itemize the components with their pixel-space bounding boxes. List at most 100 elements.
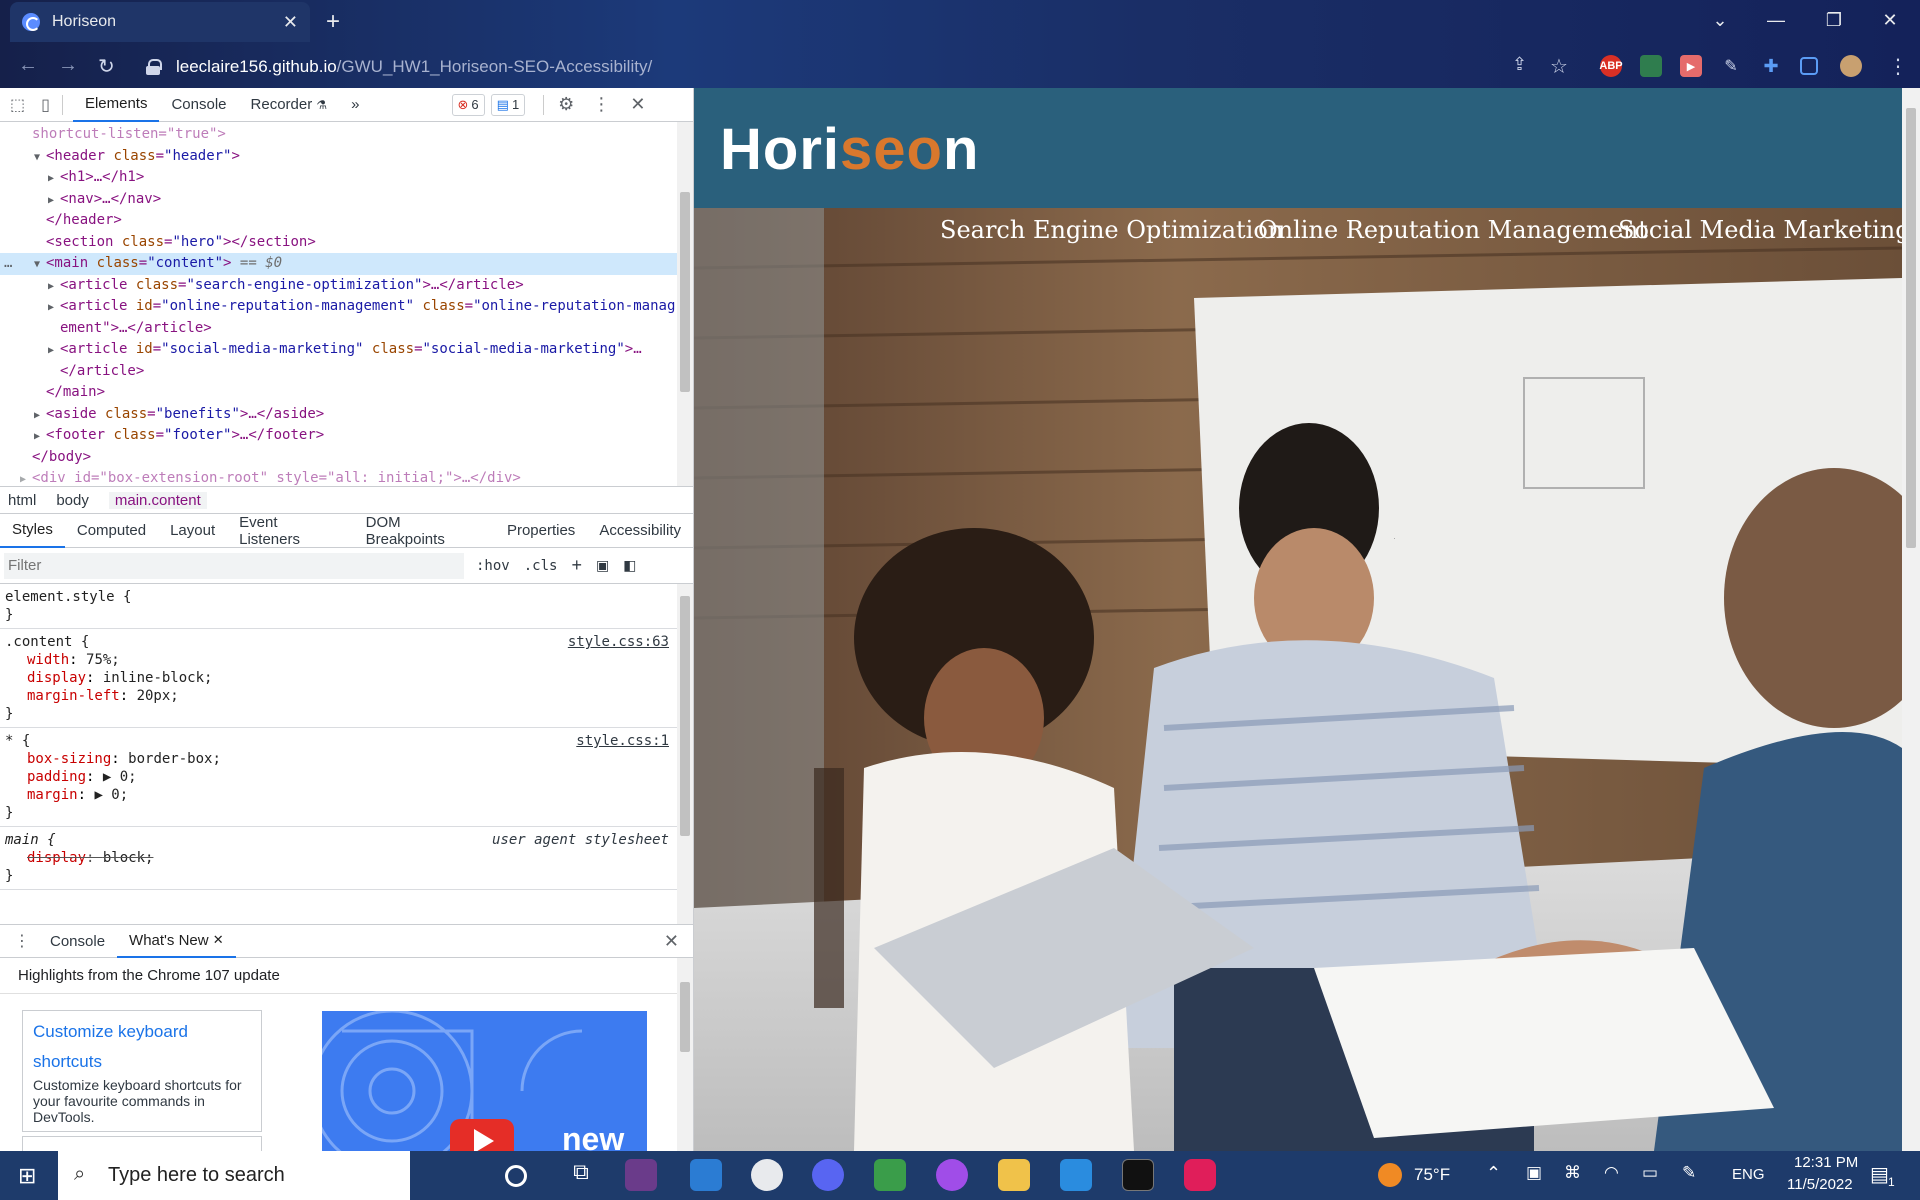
- dom-node-line[interactable]: ▶<aside class="benefits">…</aside>: [34, 405, 325, 422]
- terminal-icon[interactable]: [1122, 1159, 1154, 1191]
- extension-pen-icon[interactable]: ✎: [1724, 58, 1738, 75]
- more-tabs-icon[interactable]: »: [351, 96, 360, 113]
- chrome-taskbar-icon[interactable]: [751, 1159, 783, 1191]
- address-bar[interactable]: leeclaire156.github.io/GWU_HW1_Horiseon-…: [134, 50, 1499, 84]
- styles-filter-input[interactable]: [4, 552, 464, 579]
- tab-search-icon[interactable]: ⌄: [1712, 9, 1728, 30]
- dom-node-line[interactable]: ▼<header class="header">: [34, 147, 240, 164]
- tab-layout[interactable]: Layout: [170, 522, 216, 539]
- tab-recorder[interactable]: Recorder ⚗: [239, 88, 340, 122]
- page-scrollbar[interactable]: [1902, 88, 1920, 1151]
- style-rule[interactable]: element.style {}: [0, 584, 693, 629]
- notifications-icon[interactable]: ▤: [1870, 1164, 1889, 1186]
- back-icon[interactable]: ←: [18, 54, 38, 76]
- nav-link-social-media[interactable]: Social Media Marketing: [1618, 216, 1911, 244]
- style-declaration[interactable]: margin-left: 20px;: [27, 688, 179, 704]
- rule-source-link[interactable]: style.css:1: [576, 733, 669, 749]
- forward-icon[interactable]: →: [58, 54, 78, 76]
- lock-icon[interactable]: [146, 59, 162, 75]
- discord-icon[interactable]: [812, 1159, 844, 1191]
- tab-styles[interactable]: Styles: [0, 514, 65, 548]
- inspect-element-icon[interactable]: ⬚: [10, 96, 26, 114]
- task-view-icon[interactable]: ⧉: [573, 1159, 589, 1184]
- reload-icon[interactable]: ↻: [98, 56, 115, 78]
- rule-selector[interactable]: element.style {: [5, 589, 132, 605]
- tab-console[interactable]: Console: [171, 96, 227, 113]
- style-declaration[interactable]: display: block;: [27, 850, 154, 866]
- dom-node-line[interactable]: ▶<article class="search-engine-optimizat…: [48, 276, 524, 293]
- paint-brush-icon[interactable]: ▣: [595, 557, 610, 573]
- dom-node-line[interactable]: </header>: [46, 212, 122, 228]
- new-style-rule-icon[interactable]: +: [571, 555, 582, 575]
- show-hidden-icons-icon[interactable]: ⌃: [1486, 1163, 1502, 1183]
- dom-node-line[interactable]: ▶<article id="social-media-marketing" cl…: [48, 341, 642, 357]
- dom-node-line[interactable]: </main>: [46, 384, 106, 400]
- dom-node-line[interactable]: ▶<h1>…</h1>: [48, 169, 145, 185]
- drawer-tab-console[interactable]: Console: [50, 932, 106, 950]
- chrome-menu-icon[interactable]: ⋮: [1888, 56, 1908, 78]
- dom-node-line[interactable]: ▶<div id="box-extension-root" style="all…: [20, 470, 521, 486]
- tab-horiseon[interactable]: Horiseon ✕: [10, 2, 310, 42]
- side-panel-icon[interactable]: [1800, 57, 1818, 75]
- drawer-tab-whats-new[interactable]: What's New ✕: [117, 924, 236, 958]
- adblock-icon[interactable]: ABP: [1599, 55, 1623, 77]
- tab-elements[interactable]: Elements: [72, 88, 160, 122]
- dom-node-line[interactable]: ▶<article id="online-reputation-manageme…: [48, 298, 684, 314]
- style-declaration[interactable]: display: inline-block;: [27, 670, 213, 686]
- dom-node-line[interactable]: ▶<nav>…</nav>: [48, 190, 162, 207]
- style-declaration[interactable]: box-sizing: border-box;: [27, 751, 221, 767]
- close-devtools-icon[interactable]: ✕: [630, 94, 646, 114]
- git-app-icon[interactable]: [874, 1159, 906, 1191]
- pen-icon[interactable]: ✎: [1682, 1163, 1697, 1182]
- tab-close-icon[interactable]: ✕: [282, 11, 298, 32]
- tab-accessibility[interactable]: Accessibility: [599, 522, 681, 539]
- breadcrumb-main-content[interactable]: main.content: [108, 491, 207, 509]
- cortana-icon[interactable]: [505, 1165, 527, 1187]
- breadcrumb-html[interactable]: html: [8, 491, 37, 509]
- error-badge[interactable]: ⊗6: [451, 93, 485, 116]
- share-icon[interactable]: ⇪: [1512, 54, 1528, 74]
- profile-avatar[interactable]: [1840, 55, 1862, 77]
- weather-temp[interactable]: 75°F: [1414, 1165, 1451, 1184]
- extensions-puzzle-icon[interactable]: ✚: [1763, 55, 1779, 76]
- clock-time[interactable]: 12:31 PM: [1794, 1154, 1859, 1171]
- input-language[interactable]: ENG: [1732, 1166, 1765, 1183]
- new-tab-button[interactable]: +: [326, 8, 341, 35]
- taskbar-search-box[interactable]: ⌕ Type here to search: [58, 1151, 410, 1200]
- rule-source-link[interactable]: style.css:63: [567, 634, 669, 650]
- calendar-app-icon[interactable]: [690, 1159, 722, 1191]
- cls-toggle[interactable]: .cls: [523, 557, 558, 574]
- meet-now-icon[interactable]: ▣: [1526, 1163, 1543, 1182]
- whats-new-scrollbar[interactable]: [677, 958, 693, 1174]
- nav-link-seo[interactable]: Search Engine Optimization: [940, 216, 1284, 244]
- nav-link-reputation[interactable]: Online Reputation Management: [1258, 216, 1648, 244]
- toggle-sidebar-icon[interactable]: ◧: [623, 557, 637, 573]
- weather-icon[interactable]: [1378, 1163, 1402, 1187]
- hov-toggle[interactable]: :hov: [476, 557, 510, 574]
- drawer-menu-icon[interactable]: ⋮: [14, 933, 30, 950]
- network-share-icon[interactable]: ⌘: [1564, 1163, 1581, 1182]
- rule-selector[interactable]: .content {: [5, 634, 90, 650]
- tab-computed[interactable]: Computed: [76, 522, 147, 539]
- tab-event-listeners[interactable]: Event Listeners: [239, 513, 300, 548]
- rule-selector[interactable]: main {: [5, 832, 56, 848]
- clock-date[interactable]: 11/5/2022: [1787, 1176, 1853, 1193]
- extension-record-icon[interactable]: ▶: [1680, 55, 1702, 77]
- styles-scrollbar[interactable]: [677, 584, 693, 924]
- extension-green-icon[interactable]: [1640, 55, 1662, 77]
- close-tab-icon[interactable]: ✕: [212, 932, 224, 947]
- dom-node-line[interactable]: ement">…</article>: [60, 319, 212, 336]
- settings-gear-icon[interactable]: ⚙: [558, 94, 575, 114]
- close-drawer-icon[interactable]: ✕: [663, 930, 679, 951]
- battery-icon[interactable]: ▭: [1642, 1163, 1659, 1182]
- dom-node-line[interactable]: </article>: [60, 362, 145, 379]
- wifi-icon[interactable]: ◠: [1604, 1163, 1619, 1182]
- elements-scrollbar[interactable]: [677, 122, 693, 486]
- restore-button[interactable]: ❐: [1825, 9, 1843, 30]
- vscode-icon[interactable]: [1060, 1159, 1092, 1191]
- dom-node-line[interactable]: shortcut-listen="true">: [32, 126, 226, 142]
